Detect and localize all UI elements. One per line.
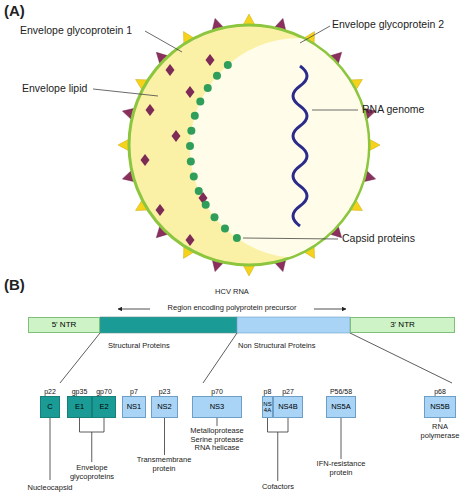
lipid-glycoprotein xyxy=(166,64,175,76)
protein-box: p70NS3 xyxy=(192,396,242,418)
capsid-protein-dot xyxy=(233,234,241,242)
capsid-protein-dot xyxy=(196,98,204,106)
capsid-protein-dot xyxy=(211,213,219,221)
capsid-core xyxy=(190,38,410,258)
protein-name: E2 xyxy=(99,403,108,411)
envelope-spike xyxy=(369,139,380,151)
capsid-protein-dot xyxy=(195,187,203,195)
function-label: Envelope glycoproteins xyxy=(66,464,118,481)
lipid-glycoprotein xyxy=(146,104,155,116)
lipid-glycoprotein xyxy=(186,86,195,98)
region-arrow xyxy=(118,309,150,310)
panel-letter: (B) xyxy=(4,276,25,293)
panel-letter: (A) xyxy=(4,2,25,19)
molecular-weight: gp70 xyxy=(96,388,112,395)
protein-name: NS3 xyxy=(210,403,225,411)
lipid-glycoprotein xyxy=(156,204,165,216)
function-leaders xyxy=(50,418,440,481)
lipid-glycoprotein xyxy=(186,234,195,246)
capsid-protein-dot xyxy=(186,142,194,150)
capsid-protein-dot xyxy=(191,112,199,120)
molecular-weight: p68 xyxy=(434,388,446,395)
function-label: RNA polymerase xyxy=(416,423,464,440)
molecular-weight: P56/58 xyxy=(330,388,352,395)
protein-box: gp35E1 xyxy=(67,396,92,418)
lipid-glycoprotein xyxy=(141,154,150,166)
annotation: Envelope glycoprotein 2 xyxy=(332,18,444,30)
molecular-weight: p8 xyxy=(264,388,272,395)
leader-lines xyxy=(93,26,358,239)
capsid-protein-dot xyxy=(204,84,212,92)
molecular-weight: gp35 xyxy=(72,388,88,395)
molecular-weight: p7 xyxy=(130,388,138,395)
envelope-spike xyxy=(243,265,255,276)
protein-name: NS4B xyxy=(278,403,298,411)
envelope-spike xyxy=(118,139,129,151)
region-lines xyxy=(60,333,452,383)
utr-label: 5' NTR xyxy=(52,321,77,329)
capsid-protein-dot xyxy=(221,224,229,232)
rna-genome-strand xyxy=(293,66,307,226)
protein-box: p8NS 4A xyxy=(262,396,273,418)
capsid-protein-dot xyxy=(187,157,195,165)
capsid-and-lipid-marks xyxy=(141,54,241,246)
function-label: Metalloprotease Serine protease RNA heli… xyxy=(183,427,251,453)
molecular-weight: p22 xyxy=(44,388,56,395)
group-label: Structural Proteins xyxy=(108,342,170,351)
nonstructural-region xyxy=(237,317,350,333)
protein-box: p22C xyxy=(40,396,60,418)
function-label: Nucleocapsid xyxy=(20,484,80,493)
molecular-weight: p70 xyxy=(211,388,223,395)
protein-box: gp70E2 xyxy=(92,396,116,418)
protein-name: E1 xyxy=(75,403,84,411)
region-arrow xyxy=(314,309,346,310)
molecular-weight: p27 xyxy=(282,388,294,395)
capsid-protein-dot xyxy=(187,127,195,135)
lipid-glycoprotein xyxy=(172,130,181,142)
protein-name: NS5A xyxy=(331,403,351,411)
annotation: Envelope lipid xyxy=(22,82,87,94)
structural-region xyxy=(100,317,237,333)
annotation: RNA genome xyxy=(362,103,424,115)
lipid-glycoprotein xyxy=(206,54,215,66)
protein-box: P56/58NS5A xyxy=(326,396,356,418)
function-label: Cofactors xyxy=(252,483,304,492)
function-label: Transmembrane protein xyxy=(133,456,195,473)
protein-box: p23NS2 xyxy=(151,396,178,418)
protein-name: C xyxy=(47,403,52,411)
region-caption: Region encoding polyprotein precursor xyxy=(142,304,322,313)
protein-name: NS 4A xyxy=(263,401,272,414)
function-label: IFN-resistance protein xyxy=(310,460,372,477)
protein-name: NS2 xyxy=(157,403,172,411)
protein-box: p7NS1 xyxy=(122,396,146,418)
genome-utr: 3' NTR xyxy=(350,317,455,333)
molecular-weight: p23 xyxy=(159,388,171,395)
genome-title: HCV RNA xyxy=(182,288,282,297)
protein-box: p27NS4B xyxy=(273,396,303,418)
protein-name: NS1 xyxy=(127,403,142,411)
envelope-spike xyxy=(243,14,255,25)
capsid-protein-dot xyxy=(224,61,232,69)
protein-name: NS5B xyxy=(430,403,450,411)
annotation: Capsid proteins xyxy=(342,232,415,244)
capsid-protein-dot xyxy=(213,72,221,80)
group-label: Non Structural Proteins xyxy=(238,342,316,351)
capsid-protein-dot xyxy=(190,172,198,180)
utr-label: 3' NTR xyxy=(390,321,415,329)
capsid-protein-dot xyxy=(202,201,210,209)
annotation: Envelope glycoprotein 1 xyxy=(20,24,132,36)
genome-utr: 5' NTR xyxy=(28,317,100,333)
protein-box: p68NS5B xyxy=(424,396,456,418)
